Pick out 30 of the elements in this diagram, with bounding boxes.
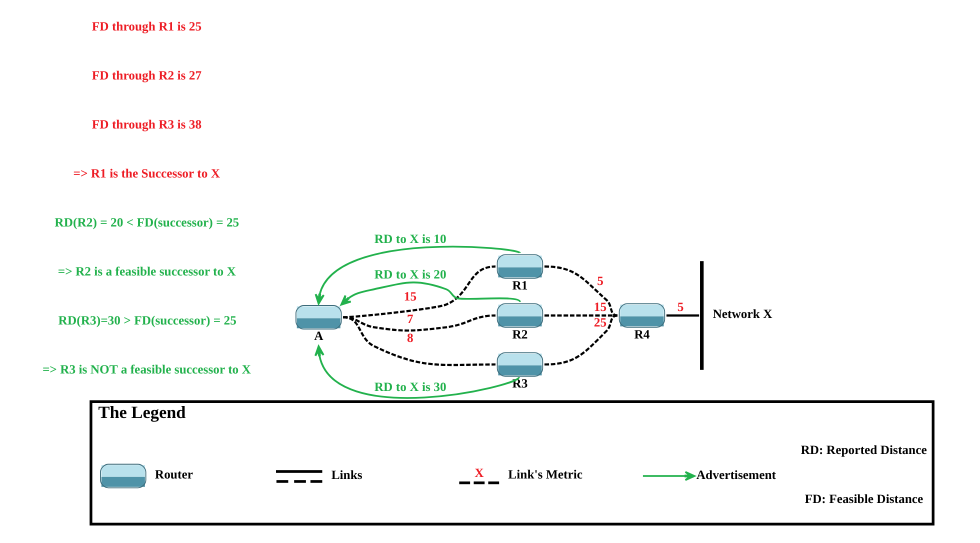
edge-label: RD to X is 10	[374, 232, 446, 246]
legend-label: Advertisement	[696, 468, 776, 482]
edge-label: 8	[406, 330, 413, 345]
node-label: A	[314, 329, 323, 344]
edge-label: RD to X is 30	[374, 380, 446, 394]
label: RD: Reported Distance	[800, 442, 926, 457]
node-label: R1	[512, 278, 528, 292]
label: X	[474, 466, 484, 480]
label: => R3 is NOT a feasible successor to X	[42, 362, 250, 376]
edge-label: RD to X is 20	[374, 267, 446, 282]
edge-label: 15	[403, 289, 416, 304]
legend-label: Link's Metric	[508, 467, 582, 482]
node-label: R4	[634, 327, 650, 342]
label: FD: Feasible Distance	[804, 492, 923, 506]
label: => R2 is a feasible successor to X	[57, 264, 236, 278]
edge-label: 5	[596, 274, 603, 288]
label: FD through R2 is 27	[91, 68, 202, 82]
edge-label: 25	[593, 316, 606, 330]
label: RD(R3)=30 > FD(successor) = 25	[58, 313, 236, 328]
label: FD through R3 is 38	[91, 117, 202, 132]
legend-label: Router	[154, 467, 192, 482]
node-label: R2	[512, 327, 528, 342]
label: RD(R2) = 20 < FD(successor) = 25	[54, 215, 239, 230]
legend-label: Links	[330, 468, 362, 482]
label: FD through R1 is 25	[91, 19, 202, 34]
edge-label: 5	[676, 300, 684, 314]
edge-label: 7	[406, 312, 413, 326]
node-label: Network X	[712, 306, 772, 321]
label: => R1 is the Successor to X	[72, 166, 220, 180]
edge-label: 15	[593, 300, 606, 314]
